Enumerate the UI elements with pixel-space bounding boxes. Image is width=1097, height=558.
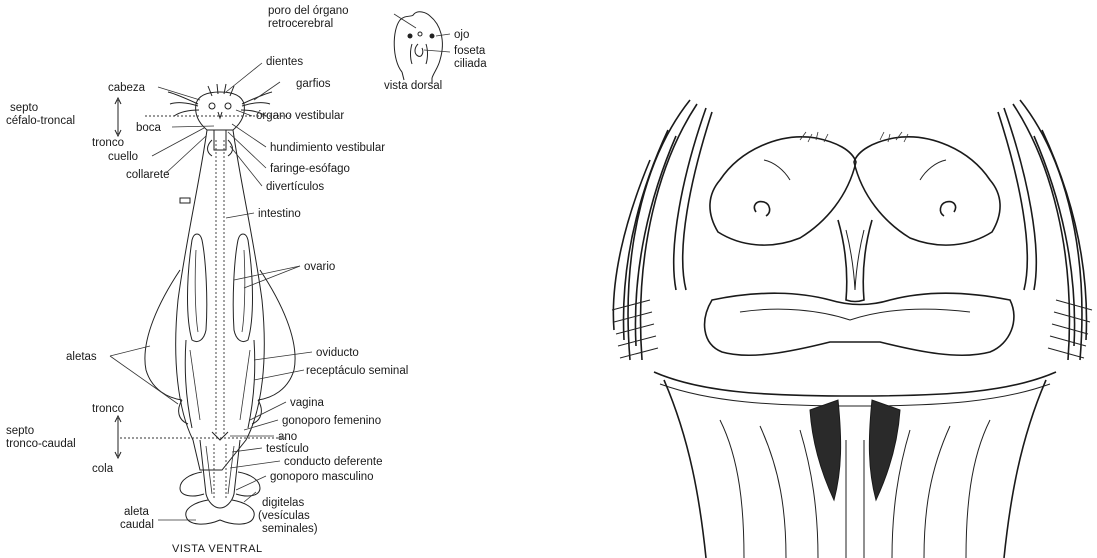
label-tronco-top: tronco bbox=[92, 137, 124, 149]
label-dientes: dientes bbox=[266, 56, 303, 68]
label-hundimiento-vestibular: hundimiento vestibular bbox=[270, 142, 385, 154]
label-organo-vestibular: órgano vestibular bbox=[256, 110, 344, 122]
label-diverticulos: divertículos bbox=[266, 181, 324, 193]
label-foseta-2: ciliada bbox=[454, 58, 487, 70]
label-digitelas-1: digitelas bbox=[262, 497, 304, 509]
intestine bbox=[208, 130, 233, 436]
ovaries bbox=[188, 234, 253, 342]
label-septo-tronco-2: tronco-caudal bbox=[6, 438, 76, 450]
label-boca: boca bbox=[136, 122, 162, 134]
label-collarete: collarete bbox=[126, 169, 169, 181]
label-ano: ano bbox=[278, 431, 297, 443]
label-poro-2: retrocerebral bbox=[268, 18, 333, 30]
label-gonoporo-masculino: gonoporo masculino bbox=[270, 471, 374, 483]
oviducts bbox=[185, 340, 255, 428]
label-tronco-bottom: tronco bbox=[92, 403, 124, 415]
label-vagina: vagina bbox=[290, 397, 324, 409]
label-oviducto: oviducto bbox=[316, 347, 359, 359]
label-aleta-caudal-1: aleta bbox=[124, 506, 150, 518]
head-closeup-drawing bbox=[612, 100, 1092, 558]
label-cabeza: cabeza bbox=[108, 82, 146, 94]
label-vista-ventral: VISTA VENTRAL bbox=[172, 543, 263, 555]
label-ovario: ovario bbox=[304, 261, 335, 273]
label-digitelas-3: seminales) bbox=[262, 523, 318, 535]
body-outline bbox=[145, 92, 290, 470]
label-aletas: aletas bbox=[66, 351, 97, 363]
ventral-view-diagram: dientes garfios cabeza septo céfalo-tron… bbox=[6, 56, 408, 555]
label-poro-1: poro del órgano bbox=[268, 5, 349, 17]
label-septo-cefalo-2: céfalo-troncal bbox=[6, 115, 75, 127]
label-aleta-caudal-2: caudal bbox=[120, 519, 154, 531]
tail bbox=[180, 440, 260, 524]
label-septo-tronco-1: septo bbox=[6, 425, 34, 437]
label-digitelas-2: (vesículas bbox=[258, 510, 310, 522]
label-ojo: ojo bbox=[454, 29, 469, 41]
label-garfios: garfios bbox=[296, 78, 331, 90]
label-receptaculo-seminal: receptáculo seminal bbox=[306, 365, 408, 377]
label-intestino: intestino bbox=[258, 208, 301, 220]
label-septo-cefalo-1: septo bbox=[10, 102, 38, 114]
label-testiculo: testículo bbox=[266, 443, 309, 455]
label-foseta-1: foseta bbox=[454, 45, 486, 57]
label-faringe-esofago: faringe-esófago bbox=[270, 163, 350, 175]
label-gonoporo-femenino: gonoporo femenino bbox=[282, 415, 381, 427]
label-cuello: cuello bbox=[108, 151, 138, 163]
label-vista-dorsal: vista dorsal bbox=[384, 80, 442, 92]
label-conducto-deferente: conducto deferente bbox=[284, 456, 382, 468]
collarette-marker bbox=[180, 198, 190, 203]
lateral-fins bbox=[145, 270, 295, 424]
label-cola: cola bbox=[92, 463, 114, 475]
